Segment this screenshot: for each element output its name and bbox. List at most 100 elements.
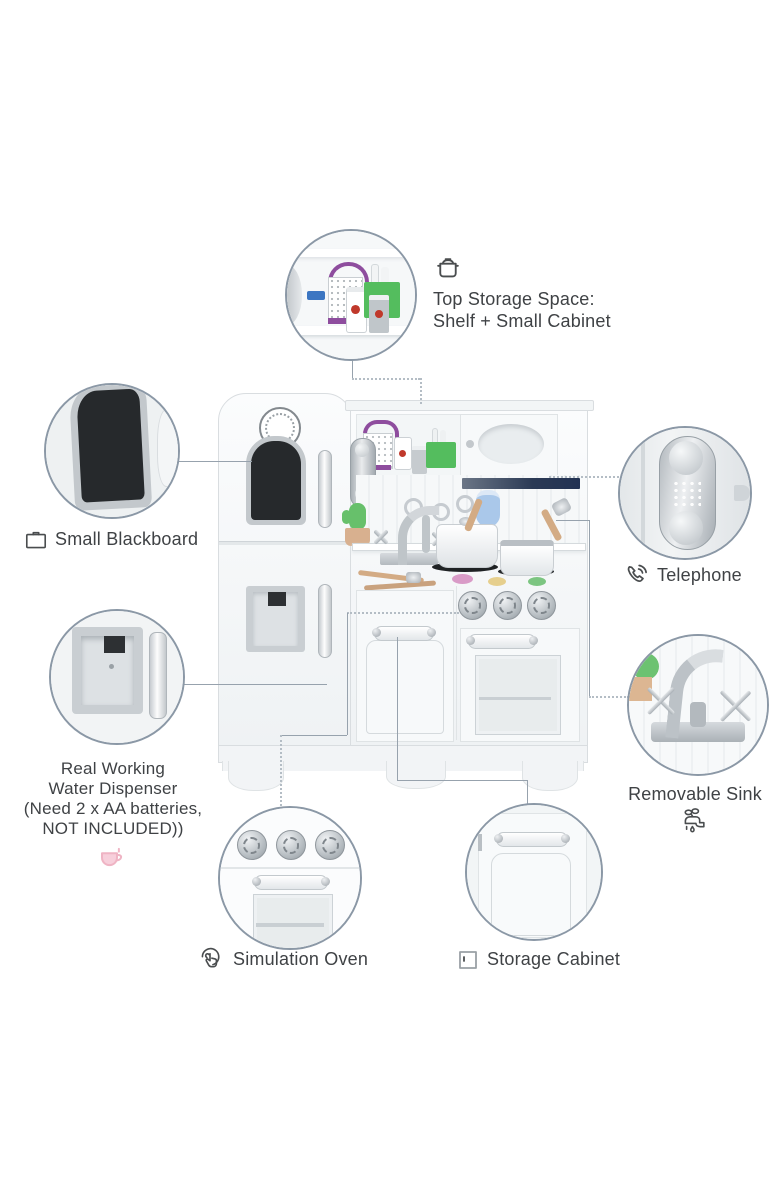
removable-sink-label: Removable Sink — [628, 784, 762, 804]
cactus-pot — [345, 528, 370, 546]
canister — [412, 446, 427, 474]
connector-top-storage-a — [352, 357, 353, 378]
simulation-oven-label: Simulation Oven — [233, 949, 369, 969]
connector-oven-a — [347, 612, 459, 614]
cwd-drip-dot — [109, 663, 115, 670]
pot-icon — [437, 258, 459, 278]
csk-handle-left — [643, 683, 679, 719]
top-storage-label-line1: Top Storage Space: — [433, 289, 595, 309]
top-storage-label-line2: Shelf + Small Cabinet — [433, 311, 611, 331]
connector-cabinet-a — [397, 637, 398, 780]
connector-top-storage-c — [420, 378, 422, 404]
utensil-holder — [426, 442, 456, 468]
oven-window — [476, 656, 560, 734]
fridge-lower-handle — [318, 584, 332, 658]
counter-utensil-roller — [406, 572, 421, 583]
cabinet-knob — [466, 440, 474, 448]
hanging-ring-3 — [456, 495, 474, 513]
connector-sink-c — [589, 696, 629, 698]
stove-knob-3 — [527, 591, 556, 620]
oven-handle — [466, 634, 538, 649]
cts-phone-edge — [287, 264, 303, 326]
connector-sink-b — [589, 520, 590, 697]
food-pink — [452, 574, 473, 584]
oven-shelf — [479, 697, 551, 700]
csk-neck-base — [689, 702, 707, 728]
dark-strip — [462, 478, 580, 489]
middle-door-handle — [372, 626, 436, 641]
cts-top-shelf — [287, 248, 415, 257]
ccb-routing — [491, 853, 571, 936]
faucet-icon — [684, 808, 705, 833]
cov-shelf — [256, 922, 324, 927]
faucet-spout — [422, 515, 430, 553]
foot-right — [522, 761, 578, 791]
water-dispenser-label: Real Working Water Dispenser (Need 2 x A… — [5, 759, 221, 839]
middle-door-routing — [366, 640, 444, 734]
ccb-hinge — [477, 834, 482, 851]
cwd-handle — [148, 632, 167, 719]
callout-top-storage — [285, 229, 417, 361]
cup-icon — [101, 847, 123, 867]
callout-storage-cabinet — [465, 803, 603, 941]
callout-telephone — [618, 426, 752, 560]
cov-knob-2 — [276, 830, 306, 861]
foot-middle — [386, 761, 446, 789]
callout-water-dispenser — [49, 609, 185, 745]
ccb-handle — [494, 831, 570, 848]
phone-icon — [627, 564, 647, 583]
blackboard-icon — [25, 531, 47, 549]
connector-cabinet-b — [397, 780, 527, 781]
blackboard-label: Small Blackboard — [55, 529, 199, 549]
pot-big-lid-knob — [459, 517, 472, 526]
water-dispenser-label-line4: NOT INCLUDED)) — [42, 819, 184, 838]
cov-window — [253, 894, 333, 948]
grater-handle — [363, 420, 399, 438]
water-dispenser-label-line2: Water Dispenser — [48, 779, 178, 798]
pot-small — [500, 540, 554, 576]
connector-oven-c — [280, 735, 347, 736]
csk-handle-right — [715, 688, 756, 724]
cabinet-oval-recess — [478, 424, 544, 464]
telephone-label: Telephone — [657, 565, 742, 585]
connector-sink-a — [556, 520, 589, 521]
cts-canister-label — [375, 310, 383, 319]
connector-blackboard — [176, 461, 252, 462]
csk-cactus — [631, 652, 660, 681]
stove-knob-1 — [458, 591, 487, 620]
connector-dispenser — [181, 684, 327, 685]
ctp-mouthpiece — [669, 511, 704, 545]
cbb-handle-glimpse — [156, 408, 178, 488]
food-green — [528, 577, 546, 586]
cts-grater-base — [327, 318, 362, 325]
cov-handle — [251, 875, 331, 890]
cbb-board — [76, 388, 146, 503]
blackboard-surface — [251, 441, 301, 520]
cts-blue-box — [307, 291, 326, 301]
food-yellow — [488, 577, 506, 586]
connector-telephone — [549, 476, 619, 478]
water-dispenser-label-line1: Real Working — [60, 759, 166, 778]
connector-oven-b — [347, 613, 348, 735]
grater-base — [363, 465, 391, 470]
callout-blackboard — [44, 383, 180, 519]
cwd-spout — [103, 636, 125, 654]
cov-knob-3 — [315, 830, 346, 861]
storage-cabinet-label: Storage Cabinet — [487, 949, 621, 969]
oven-section — [456, 586, 585, 740]
ctp-keypad — [672, 480, 701, 506]
connector-oven-d — [280, 735, 282, 806]
fridge-upper-handle — [318, 450, 332, 528]
cabinet-icon — [459, 951, 477, 969]
faucet-handle-left — [372, 528, 390, 546]
callout-sink — [627, 634, 769, 776]
cts-bottle-label — [351, 305, 360, 315]
connector-cabinet-c — [527, 780, 528, 804]
water-dispenser-spout — [268, 592, 286, 606]
ctp-wall-line — [640, 428, 645, 558]
water-dispenser-label-line3: (Need 2 x AA batteries, — [23, 799, 203, 818]
connector-top-storage-b — [352, 378, 420, 380]
bottle-label — [399, 450, 406, 457]
